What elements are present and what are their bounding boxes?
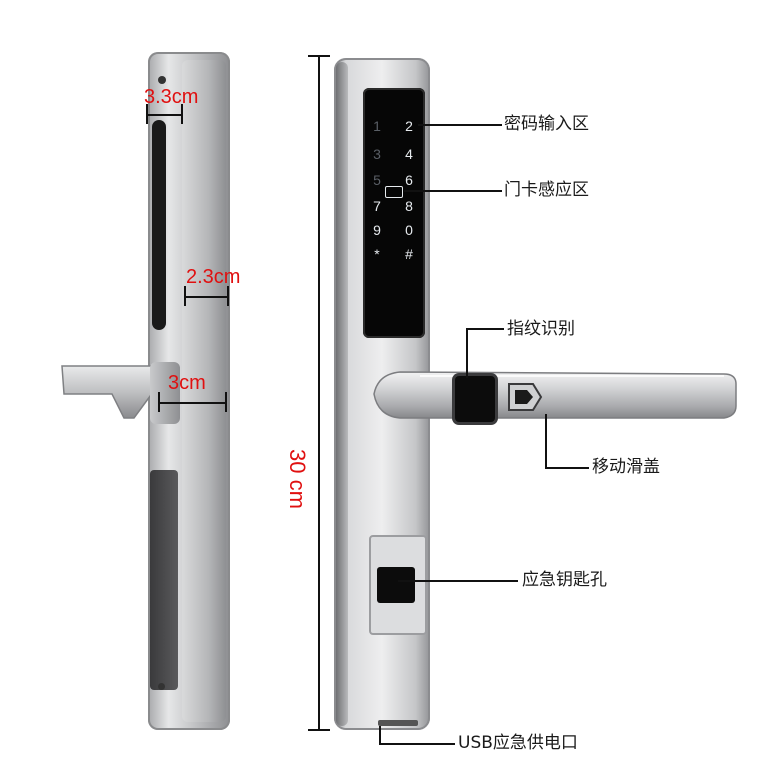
callout-keypad-area: 密码输入区 (504, 114, 589, 134)
sliding-cover[interactable] (505, 380, 543, 414)
callout-line-fingerprint-h (466, 328, 504, 330)
emergency-keyhole[interactable] (377, 567, 415, 603)
callout-usb-power: USB应急供电口 (458, 733, 578, 753)
usb-port[interactable] (378, 720, 418, 726)
height-dim-cap-bottom (308, 729, 330, 731)
side-latch-slot (152, 120, 166, 330)
dim-tick-mid-left (184, 286, 186, 306)
dim-tick-handle-left (158, 392, 160, 412)
callout-line-usb-v (379, 726, 381, 744)
callout-line-card (404, 190, 502, 192)
callout-line-fingerprint-v (466, 328, 468, 378)
height-dim-line (318, 55, 320, 730)
dim-label-mid: 2.3cm (186, 266, 241, 288)
key-star[interactable]: * (374, 246, 380, 262)
height-dim-cap-top (308, 55, 330, 57)
side-lock-face (182, 60, 226, 722)
height-label: 30 cm (285, 449, 310, 509)
key-1[interactable]: 1 (373, 118, 381, 134)
key-hash[interactable]: # (405, 246, 413, 262)
dim-label-top: 3.3cm (144, 86, 199, 108)
side-screw-top (158, 76, 166, 84)
dim-label-handle: 3cm (168, 372, 206, 394)
callout-line-keyhole (398, 580, 518, 582)
callout-line-keypad (418, 124, 502, 126)
key-3[interactable]: 3 (373, 146, 381, 162)
front-lock-edge (336, 62, 348, 726)
fingerprint-sensor[interactable] (455, 376, 495, 422)
callout-line-slide-h (545, 467, 589, 469)
key-9[interactable]: 9 (373, 222, 381, 238)
dim-tick-top-left (146, 104, 148, 124)
dim-tick-handle-right (225, 392, 227, 412)
dim-line-mid (184, 296, 228, 298)
callout-line-slide-v (545, 414, 547, 469)
key-7[interactable]: 7 (373, 198, 381, 214)
dim-line-handle (158, 402, 226, 404)
card-reader-icon (385, 186, 403, 198)
side-handle-hub (150, 362, 180, 424)
callout-emergency-keyhole: 应急钥匙孔 (522, 570, 607, 590)
dim-tick-top-right (181, 104, 183, 124)
callout-card-area: 门卡感应区 (504, 180, 589, 200)
lever-handle[interactable] (372, 366, 738, 424)
keypad-panel[interactable]: 1 2 3 4 5 6 7 8 9 0 * # (363, 88, 425, 338)
key-6[interactable]: 6 (405, 172, 413, 188)
dim-tick-mid-right (227, 286, 229, 306)
key-2[interactable]: 2 (405, 118, 413, 134)
key-0[interactable]: 0 (405, 222, 413, 238)
key-8[interactable]: 8 (405, 198, 413, 214)
callout-line-usb-h (379, 743, 455, 745)
dim-line-top (146, 114, 182, 116)
key-4[interactable]: 4 (405, 146, 413, 162)
side-bottom-panel (150, 470, 178, 690)
key-5[interactable]: 5 (373, 172, 381, 188)
side-screw-bottom (158, 683, 165, 690)
callout-slide-cover: 移动滑盖 (592, 457, 660, 477)
callout-fingerprint: 指纹识别 (507, 319, 575, 339)
